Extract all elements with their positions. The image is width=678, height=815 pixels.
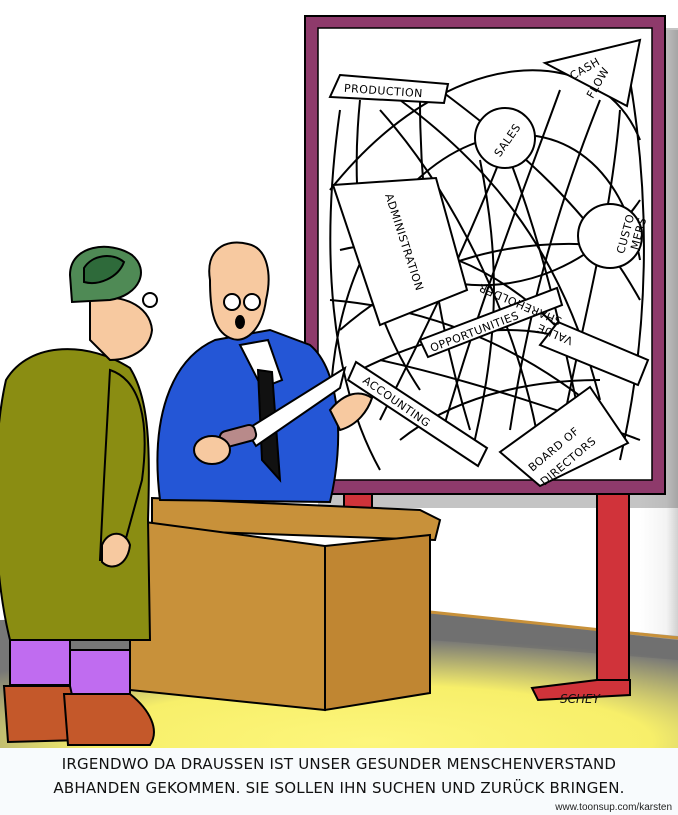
cartoon-illustration: PRODUCTION CASH FLOW SALES ADMINISTRATIO… [0,15,678,748]
svg-text:PRODUCTION: PRODUCTION [344,82,424,100]
caption-line-2: ABHANDEN GEKOMMEN. SIE SOLLEN IHN SUCHEN… [53,779,625,797]
label-sales: SALES [474,107,536,169]
source-url: www.toonsup.com/karsten [555,802,672,813]
label-production: PRODUCTION [328,73,450,105]
desk [129,496,442,712]
caption: IRGENDWO DA DRAUSSEN IST UNSER GESUNDER … [0,748,678,815]
hiker [0,245,158,746]
caption-line-1: IRGENDWO DA DRAUSSEN IST UNSER GESUNDER … [61,755,617,773]
org-chart-board: PRODUCTION CASH FLOW SALES ADMINISTRATIO… [304,15,666,495]
presenter [156,241,374,504]
label-cash-flow: CASH FLOW [542,38,642,108]
label-customers: CUSTO- MERS [577,203,649,269]
label-administration: ADMINISTRATION [331,176,469,327]
artist-signature: SCHEY [560,692,600,706]
